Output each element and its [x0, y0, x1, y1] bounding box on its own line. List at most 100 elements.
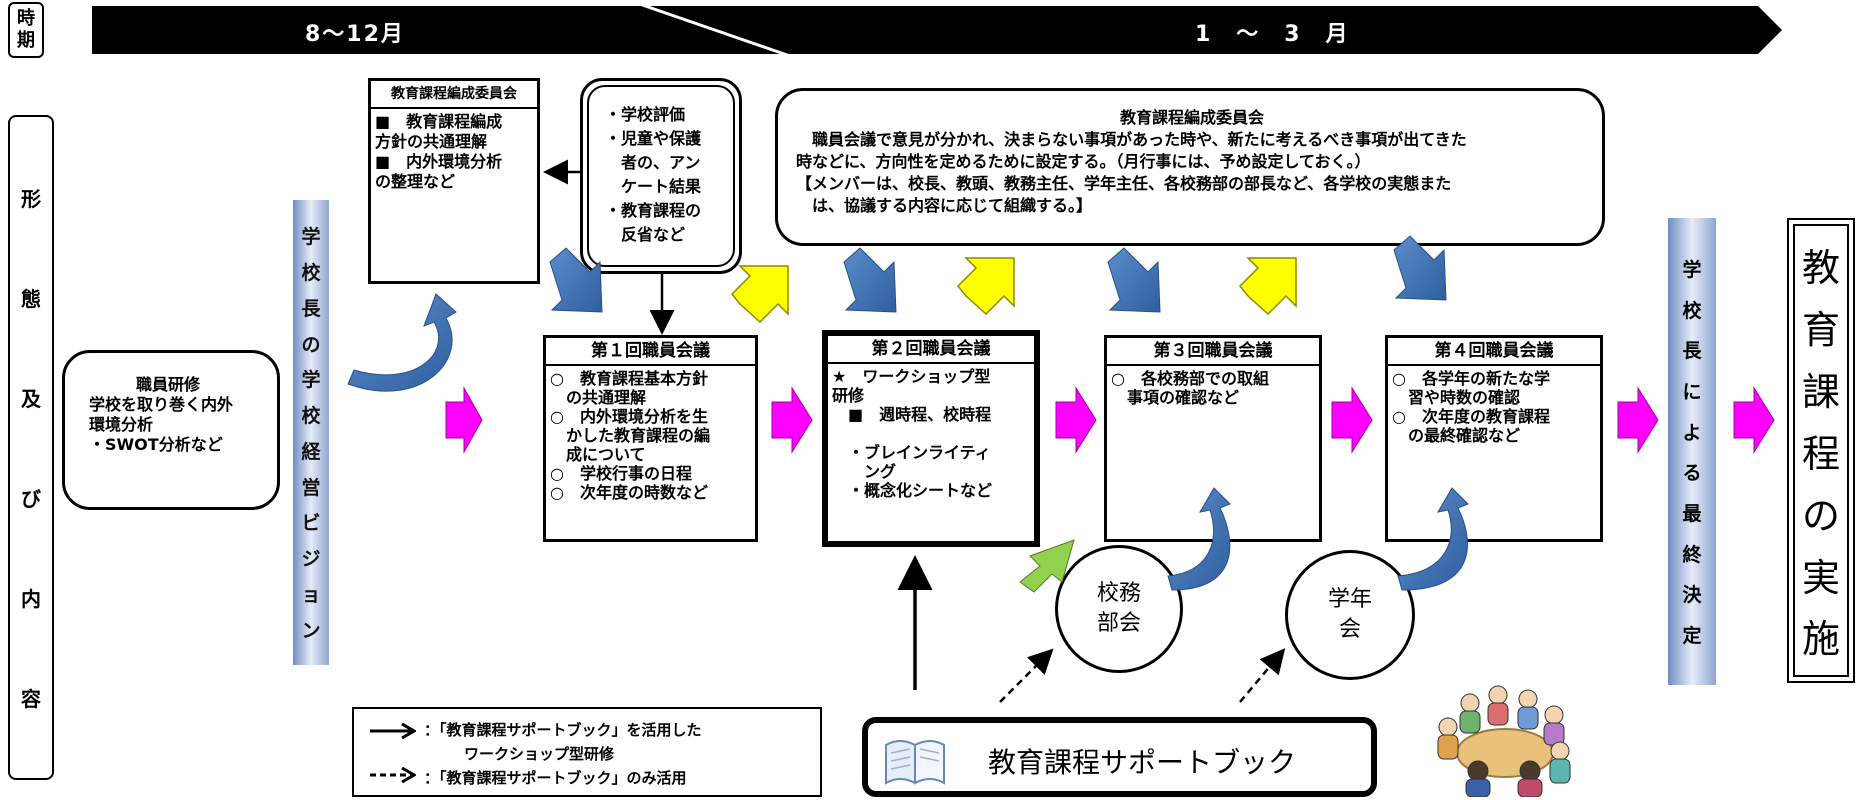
side-label-char: 態 — [21, 286, 41, 311]
staff-training-line: 学校を取り巻く内外 — [89, 395, 234, 414]
dashed-arrow-to-school-affairs — [999, 648, 1054, 703]
vision-char: 長 — [301, 297, 321, 320]
legend-dashed-text: ：「教育課程サポートブック」のみ活用 — [424, 769, 687, 787]
legend-solid-text: ：「教育課程サポートブック」を活用した — [424, 721, 702, 739]
circle-text: 部会 — [1096, 611, 1141, 636]
meeting-4-line: ○ 次年度の教育課程 — [1392, 407, 1550, 426]
curved-arrow-icon — [347, 293, 457, 392]
committee-big-line: 時などに、方向性を定めるために設定する。（月行事には、予め設定しておく。） — [796, 152, 1371, 171]
principal-vision-banner: 学 校 長 の 学 校 経 営 ビ ジ ョ ン — [293, 200, 329, 665]
committee-small-line: 方針の共通理解 — [375, 132, 488, 151]
implementation-char: 実 — [1801, 555, 1840, 600]
meeting-1-box: 第１回職員会議 ○ 教育課程基本方針 の共通理解 ○ 内外環境分析を生 かした教… — [543, 335, 758, 542]
final-decision-char: よ — [1682, 421, 1702, 444]
committee-small-line: ■ 内外環境分析 — [375, 152, 503, 171]
evaluation-line: ・児童や保護 — [605, 129, 702, 148]
meeting-4-box: 第４回職員会議 ○ 各学年の新たな学 習や時数の確認 ○ 次年度の教育課程 の最… — [1385, 335, 1603, 542]
final-decision-char: 決 — [1682, 584, 1702, 607]
magenta-arrow-icon — [1733, 386, 1775, 454]
legend-solid-text: ワークショップ型研修 — [464, 745, 615, 763]
implementation-box: 教 育 課 程 の 実 施 — [1787, 218, 1855, 683]
implementation-char: 施 — [1801, 617, 1840, 662]
vision-char: 経 — [301, 440, 321, 463]
grade-meeting-circle: 学年 会 — [1285, 550, 1415, 680]
meeting-1-line: ○ 学校行事の日程 — [550, 464, 692, 483]
implementation-char: 程 — [1801, 431, 1840, 476]
meeting-2-line — [832, 424, 1028, 443]
meeting-2-line: ★ ワークショップ型 — [832, 367, 991, 386]
open-book-icon — [885, 740, 945, 785]
meeting-3-line: ○ 各校務部での取組 — [1111, 369, 1269, 388]
final-decision-char: 学 — [1682, 258, 1702, 281]
side-label-char: び — [21, 487, 41, 512]
final-decision-char: 長 — [1682, 340, 1702, 363]
side-label-char: 内 — [21, 587, 41, 612]
school-affairs-meeting-circle: 校務 部会 — [1055, 545, 1183, 673]
legend-box: ：「教育課程サポートブック」を活用した ワークショップ型研修 ：「教育課程サポー… — [352, 707, 822, 797]
meeting-1-line: かした教育課程の編 — [566, 426, 711, 445]
evaluation-line: ・教育課程の — [605, 201, 702, 220]
yellow-arrow-icon — [956, 257, 1015, 316]
timeline-label-char: 期 — [17, 30, 35, 51]
dashed-arrow-legend-icon — [370, 767, 416, 783]
meeting-1-line: ○ 次年度の時数など — [550, 483, 708, 502]
implementation-char: 育 — [1801, 308, 1840, 353]
final-decision-char: に — [1682, 380, 1702, 403]
meeting-1-line: ○ 教育課程基本方針 — [550, 369, 708, 388]
circle-text: 会 — [1338, 617, 1361, 642]
blue-arrow-icon — [843, 247, 897, 313]
circle-text: 校務 — [1096, 581, 1141, 606]
final-decision-char: 校 — [1682, 299, 1702, 322]
magenta-arrow-icon — [445, 386, 483, 454]
timeline-period-2: 1 〜 3 月 — [1195, 22, 1350, 47]
final-decision-char: 定 — [1682, 625, 1702, 648]
timeline-label: 時 期 — [8, 2, 44, 58]
vision-char: 校 — [301, 262, 321, 285]
side-label-char: 容 — [21, 687, 41, 712]
vision-char: の — [301, 333, 321, 356]
evaluation-line: ・学校評価 — [605, 105, 686, 124]
meeting-4-line: 習や時数の確認 — [1408, 388, 1521, 407]
timeline-banner — [92, 0, 1782, 58]
vision-char: 学 — [301, 226, 321, 249]
final-decision-banner: 学 校 長 に よ る 最 終 決 定 — [1668, 218, 1716, 685]
meeting-3-box: 第３回職員会議 ○ 各校務部での取組 事項の確認など — [1104, 335, 1322, 542]
final-decision-char: る — [1682, 462, 1702, 485]
dashed-arrow-to-grade — [1239, 648, 1286, 703]
magenta-arrow-icon — [771, 386, 813, 454]
evaluation-box: ・学校評価 ・児童や保護 者の、アン ケート結果 ・教育課程の 反省など — [580, 78, 742, 274]
committee-small-title: 教育課程編成委員会 — [371, 81, 537, 109]
committee-big-title: 教育課程編成委員会 — [1119, 108, 1264, 127]
committee-small-box: 教育課程編成委員会 ■ 教育課程編成 方針の共通理解 ■ 内外環境分析 の整理な… — [368, 78, 540, 284]
meeting-1-title: 第１回職員会議 — [546, 338, 755, 366]
committee-small-line: ■ 教育課程編成 — [375, 112, 503, 131]
meeting-2-line: ング — [864, 462, 897, 481]
timeline-period-1: 8〜12月 — [305, 22, 405, 47]
blue-arrow-icon — [1107, 247, 1161, 313]
committee-big-line: は、協議する内容に応じて組織する。】 — [812, 196, 1093, 215]
meeting-illustration — [1437, 685, 1571, 797]
magenta-arrow-icon — [1617, 386, 1659, 454]
vision-char: ン — [301, 619, 321, 642]
final-decision-char: 終 — [1682, 543, 1702, 566]
committee-big-line: 職員会議で意見が分かれ、決まらない事項があった時や、新たに考えるべき事項が出てき… — [812, 130, 1467, 149]
meeting-2-line: 研修 — [832, 386, 865, 405]
meeting-3-title: 第３回職員会議 — [1107, 338, 1319, 366]
support-book-box: 教育課程サポートブック — [862, 717, 1377, 797]
staff-training-title: 職員研修 — [135, 375, 200, 394]
form-content-label: 形 態 及 び 内 容 — [8, 115, 54, 780]
evaluation-line: ケート結果 — [621, 177, 702, 196]
committee-big-box: 教育課程編成委員会 職員会議で意見が分かれ、決まらない事項があった時や、新たに考… — [775, 88, 1605, 246]
meeting-1-line: ○ 内外環境分析を生 — [550, 407, 708, 426]
implementation-char: 教 — [1801, 246, 1840, 291]
meeting-1-line: の共通理解 — [566, 388, 647, 407]
vision-char: ジ — [301, 548, 321, 571]
meeting-3-line: 事項の確認など — [1127, 388, 1240, 407]
committee-big-line: 【メンバーは、校長、教頭、教務主任、学年主任、各校務部の部長など、各学校の実態ま… — [796, 174, 1452, 193]
staff-training-line: 環境分析 — [89, 415, 154, 434]
meeting-4-line: の最終確認など — [1408, 426, 1521, 445]
circle-text: 学年 — [1327, 587, 1372, 612]
staff-training-line: ・SWOT分析など — [89, 435, 223, 454]
final-decision-char: 最 — [1682, 502, 1702, 525]
evaluation-line: 反省など — [621, 225, 686, 244]
